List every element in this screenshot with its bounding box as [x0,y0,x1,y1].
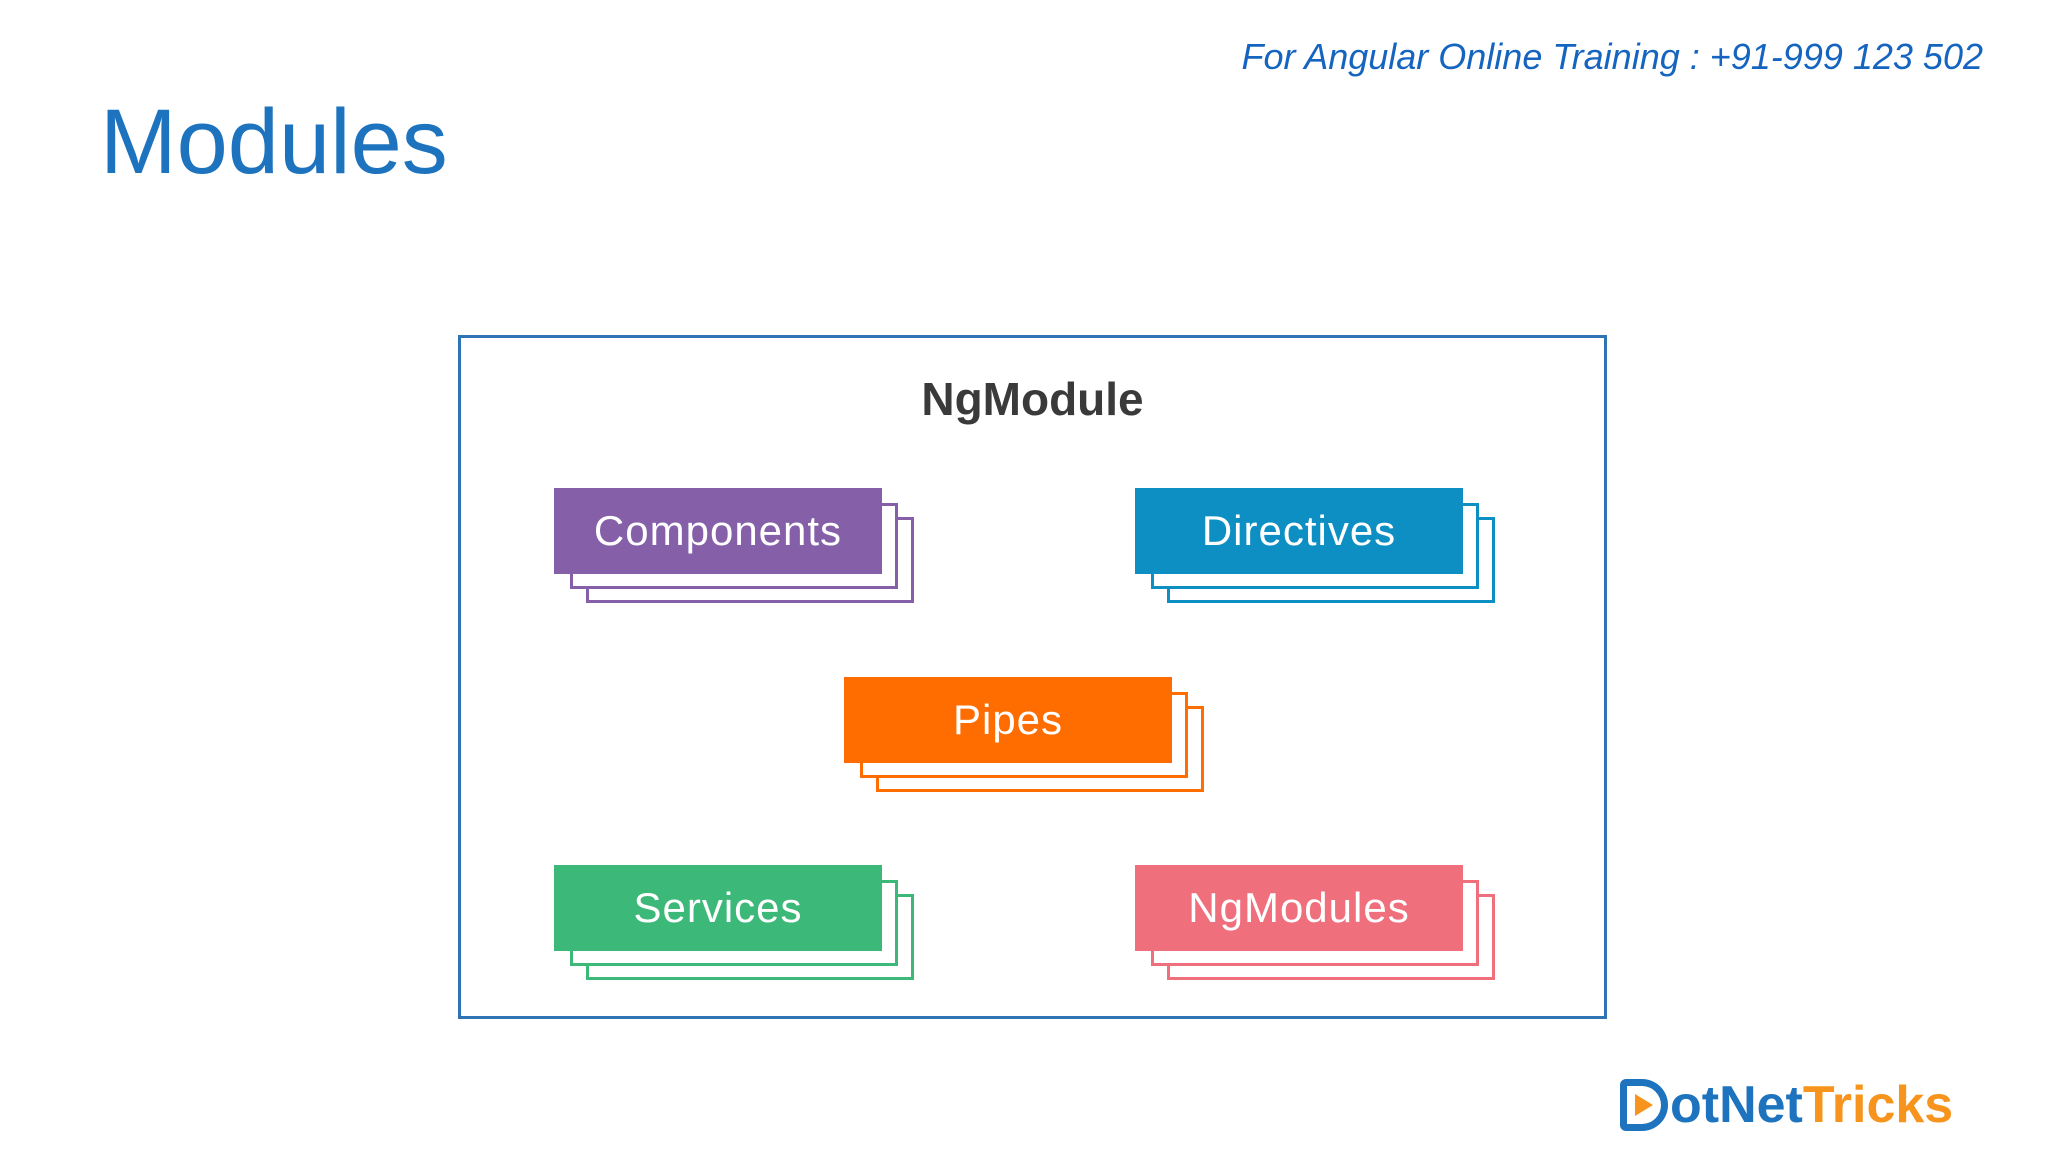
pipes-stack: Pipes [844,677,1204,792]
dotnettricks-logo: otNetTricks [1620,1075,1953,1135]
slide-title: Modules [100,91,448,193]
services-stack: Services [554,865,914,980]
ngmodules-box: NgModules [1135,865,1463,951]
ngmodule-diagram: NgModule Components Directives Pipes Ser… [458,335,1607,1019]
directives-box: Directives [1135,488,1463,574]
ngmodules-stack: NgModules [1135,865,1495,980]
play-triangle-icon [1635,1094,1653,1116]
logo-text-accent: Tricks [1802,1076,1954,1134]
services-box: Services [554,865,882,951]
directives-stack: Directives [1135,488,1495,603]
play-icon [1620,1079,1668,1131]
components-stack: Components [554,488,914,603]
pipes-box: Pipes [844,677,1172,763]
components-box: Components [554,488,882,574]
logo-text-primary: otNet [1670,1076,1803,1134]
training-contact-note: For Angular Online Training : +91-999 12… [1241,36,1983,77]
diagram-title: NgModule [921,373,1144,425]
logo-wordmark: otNetTricks [1670,1079,1953,1131]
